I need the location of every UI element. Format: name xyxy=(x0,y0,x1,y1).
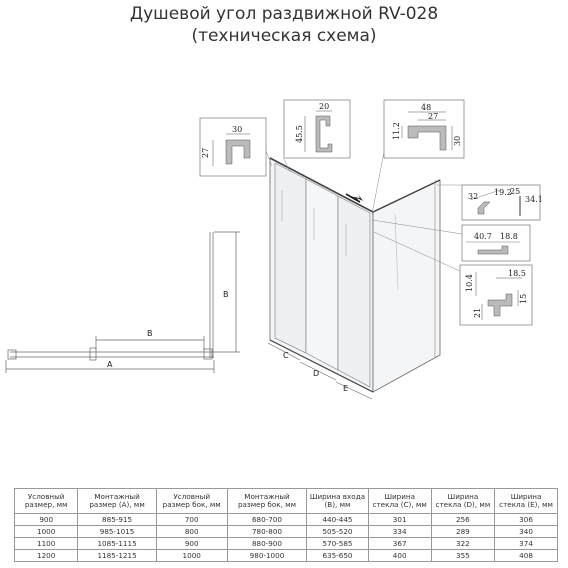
table-cell: 306 xyxy=(494,513,558,526)
box1-width: 30 xyxy=(232,125,242,134)
box4-d: 34.1 xyxy=(525,195,543,204)
box6-b: 10.4 xyxy=(465,274,474,292)
table-cell: 800 xyxy=(155,525,228,538)
table-cell: 680-700 xyxy=(226,513,308,526)
table-cell: 1100 xyxy=(13,537,79,550)
dimensions-table: Условный размер, мм Монтажный размер (A)… xyxy=(13,488,558,562)
table-row: 1000 985-1015 800 780-800 505-520 334 28… xyxy=(13,525,558,538)
table-cell: 340 xyxy=(494,525,558,538)
dim-b-label: B xyxy=(147,329,153,338)
table-cell: 301 xyxy=(367,513,432,526)
detail-box-3 xyxy=(383,99,465,159)
box3-width1: 48 xyxy=(421,103,431,112)
box2-width: 20 xyxy=(319,102,329,111)
diagram-subtitle: (техническая схема) xyxy=(191,26,377,46)
detail-box-4 xyxy=(461,184,541,221)
table-cell: 880-900 xyxy=(226,537,308,550)
table-cell: 980-1000 xyxy=(226,549,308,562)
table-cell: 885-915 xyxy=(77,513,157,526)
table-header: Условный размер бок, мм xyxy=(155,488,228,514)
detail-box-1 xyxy=(199,117,267,177)
dim-d-label: D xyxy=(313,369,319,378)
diagram-title: Душевой угол раздвижной RV-028 xyxy=(129,4,439,24)
table-cell: 1200 xyxy=(13,549,79,562)
table-cell: 440-445 xyxy=(306,513,369,526)
table-row: 1100 1085-1115 900 880-900 570-585 367 3… xyxy=(13,537,558,550)
box3-height1: 11.2 xyxy=(392,122,401,140)
table-header: Ширина стекла (D), мм xyxy=(430,488,496,514)
box6-a: 18.5 xyxy=(508,269,526,278)
table-row: 1200 1185-1215 1000 980-1000 635-650 400… xyxy=(13,549,558,562)
table-cell: 900 xyxy=(13,513,79,526)
detail-box-6 xyxy=(459,264,533,326)
isometric-cabin xyxy=(267,157,441,400)
table-cell: 322 xyxy=(430,537,496,550)
table-cell: 635-650 xyxy=(306,549,369,562)
plan-view xyxy=(5,231,240,373)
box3-width2: 27 xyxy=(428,112,438,121)
table-cell: 1000 xyxy=(13,525,79,538)
table-cell: 1000 xyxy=(155,549,228,562)
box6-d: 21 xyxy=(473,308,482,318)
table-cell: 256 xyxy=(430,513,496,526)
table-cell: 355 xyxy=(430,549,496,562)
table-cell: 570-585 xyxy=(306,537,369,550)
table-header: Монтажный размер бок, мм xyxy=(226,488,308,514)
table-cell: 408 xyxy=(494,549,558,562)
table-row: 900 885-915 700 680-700 440-445 301 256 … xyxy=(13,513,558,526)
table-cell: 374 xyxy=(494,537,558,550)
table-cell: 1185-1215 xyxy=(77,549,157,562)
table-header-row: Условный размер, мм Монтажный размер (A)… xyxy=(13,488,558,514)
detail-box-5 xyxy=(461,224,531,262)
table-cell: 780-800 xyxy=(226,525,308,538)
box1-height: 27 xyxy=(201,148,210,158)
detail-box-2 xyxy=(283,99,351,159)
box2-height: 45.5 xyxy=(295,125,304,143)
dim-c-label: C xyxy=(283,351,289,360)
leader-lines xyxy=(265,150,463,273)
box5-b: 18.8 xyxy=(500,232,518,241)
table-cell: 1085-1115 xyxy=(77,537,157,550)
box4-c: 25 xyxy=(510,187,520,196)
table-header: Монтажный размер (A), мм xyxy=(77,488,157,514)
dim-b-vertical-label: B xyxy=(223,290,229,299)
table-cell: 400 xyxy=(367,549,432,562)
dim-a-label: A xyxy=(107,360,113,369)
table-header: Условный размер, мм xyxy=(13,488,79,514)
box3-height2: 30 xyxy=(453,136,462,146)
box4-b: 19.2 xyxy=(494,188,512,197)
table-header: Ширина входа (B), мм xyxy=(306,488,369,514)
table-cell: 289 xyxy=(430,525,496,538)
table-cell: 900 xyxy=(155,537,228,550)
table-cell: 367 xyxy=(367,537,432,550)
box6-c: 15 xyxy=(519,294,528,304)
table-header: Ширина стекла (C), мм xyxy=(367,488,432,514)
table-cell: 334 xyxy=(367,525,432,538)
table-cell: 700 xyxy=(155,513,228,526)
table-cell: 985-1015 xyxy=(77,525,157,538)
box4-a: 32 xyxy=(468,192,478,201)
table-cell: 505-520 xyxy=(306,525,369,538)
table-header: Ширина стекла (E), мм xyxy=(494,488,558,514)
dim-e-label: E xyxy=(343,384,348,393)
box5-a: 40.7 xyxy=(474,232,492,241)
